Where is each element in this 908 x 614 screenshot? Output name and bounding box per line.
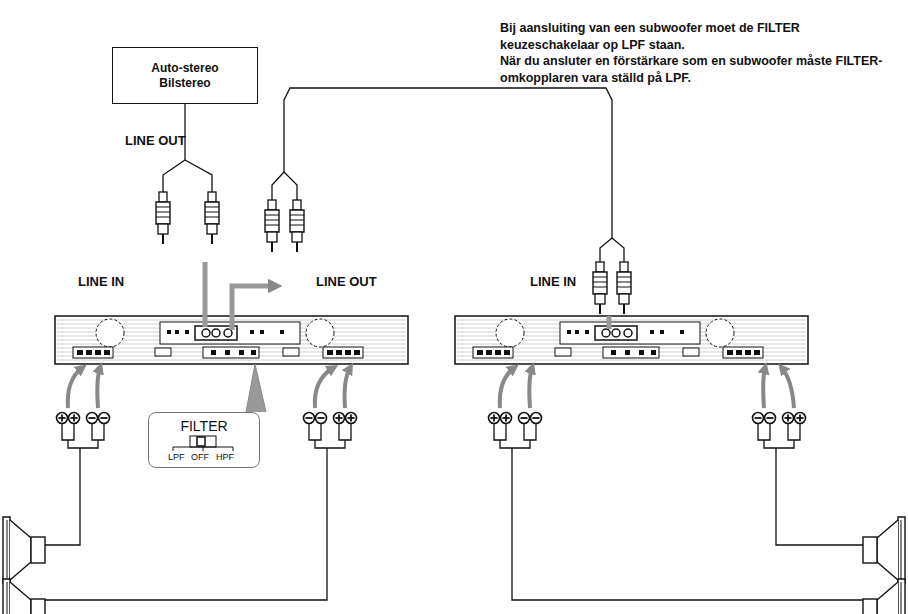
switch-name: FILTER bbox=[149, 419, 259, 433]
connector-label: LINE IN bbox=[78, 274, 124, 289]
plus-terminal bbox=[489, 413, 500, 424]
minus-terminal bbox=[99, 413, 110, 424]
minus-terminal bbox=[765, 413, 776, 424]
speaker bbox=[863, 517, 905, 583]
output-arrow bbox=[232, 286, 275, 330]
insert-arrow bbox=[500, 368, 514, 408]
connector-label: LINE IN bbox=[530, 274, 576, 289]
plus-terminal bbox=[69, 413, 80, 424]
callout-box: FILTER LPF OFF HPF bbox=[148, 412, 260, 468]
minus-terminal bbox=[316, 413, 327, 424]
switch-position: OFF bbox=[191, 453, 209, 462]
speaker bbox=[863, 579, 905, 614]
note: Bij aansluiting van een subwoofer moet d… bbox=[500, 20, 902, 54]
connector-label: LINE OUT bbox=[125, 133, 186, 148]
speaker-wire bbox=[512, 448, 863, 600]
rca-plug bbox=[156, 192, 170, 244]
minus-terminal bbox=[531, 413, 542, 424]
device-name: Auto-stereo bbox=[151, 61, 218, 76]
rca-plug bbox=[205, 192, 219, 244]
speaker-wire bbox=[45, 448, 80, 545]
callout-pointer bbox=[246, 364, 266, 412]
plus-terminal bbox=[795, 413, 806, 424]
minus-terminal bbox=[519, 413, 530, 424]
insert-arrow bbox=[782, 368, 794, 408]
insert-arrow bbox=[315, 368, 333, 408]
switch-position: HPF bbox=[216, 453, 234, 462]
insert-arrow bbox=[68, 368, 82, 408]
cable bbox=[600, 238, 612, 262]
insert-arrow bbox=[345, 368, 350, 408]
insert-arrow bbox=[607, 316, 612, 329]
speaker bbox=[3, 517, 45, 583]
cable bbox=[284, 172, 297, 200]
switch-position: LPF bbox=[168, 453, 185, 462]
minus-terminal bbox=[753, 413, 764, 424]
rca-plug bbox=[617, 262, 631, 314]
cable bbox=[185, 160, 212, 192]
speaker bbox=[3, 579, 45, 614]
wire bbox=[758, 424, 770, 440]
rca-plug bbox=[265, 200, 279, 252]
rca-plug bbox=[290, 200, 304, 252]
wire bbox=[788, 424, 800, 440]
plus-terminal bbox=[334, 413, 345, 424]
plus-terminal bbox=[783, 413, 794, 424]
wire bbox=[92, 424, 104, 440]
connector-label: LINE OUT bbox=[316, 274, 377, 289]
cable bbox=[272, 172, 284, 200]
device-name: Bilstereo bbox=[159, 76, 210, 91]
wire bbox=[315, 440, 345, 448]
speaker-wire bbox=[776, 448, 863, 545]
wire bbox=[494, 424, 506, 440]
amplifier bbox=[455, 316, 808, 364]
wire bbox=[68, 440, 98, 448]
rca-plug bbox=[593, 262, 607, 314]
insert-arrow bbox=[529, 368, 532, 408]
wire bbox=[764, 440, 794, 448]
minus-terminal bbox=[304, 413, 315, 424]
cable bbox=[284, 88, 612, 238]
note: När du ansluter en förstärkare som en su… bbox=[500, 53, 902, 87]
wire bbox=[524, 424, 536, 440]
wire bbox=[339, 424, 351, 440]
insert-arrow bbox=[97, 368, 100, 408]
cable bbox=[163, 160, 185, 192]
cable bbox=[612, 238, 624, 262]
minus-terminal bbox=[87, 413, 98, 424]
wire bbox=[500, 440, 530, 448]
wire bbox=[309, 424, 321, 440]
device-box: Auto-stereoBilstereo bbox=[112, 47, 258, 104]
plus-terminal bbox=[57, 413, 68, 424]
insert-arrow bbox=[203, 262, 208, 327]
speaker-wire bbox=[45, 448, 327, 600]
insert-arrow bbox=[763, 368, 765, 408]
plus-terminal bbox=[346, 413, 357, 424]
cable bbox=[184, 104, 185, 160]
plus-terminal bbox=[501, 413, 512, 424]
wire bbox=[62, 424, 74, 440]
